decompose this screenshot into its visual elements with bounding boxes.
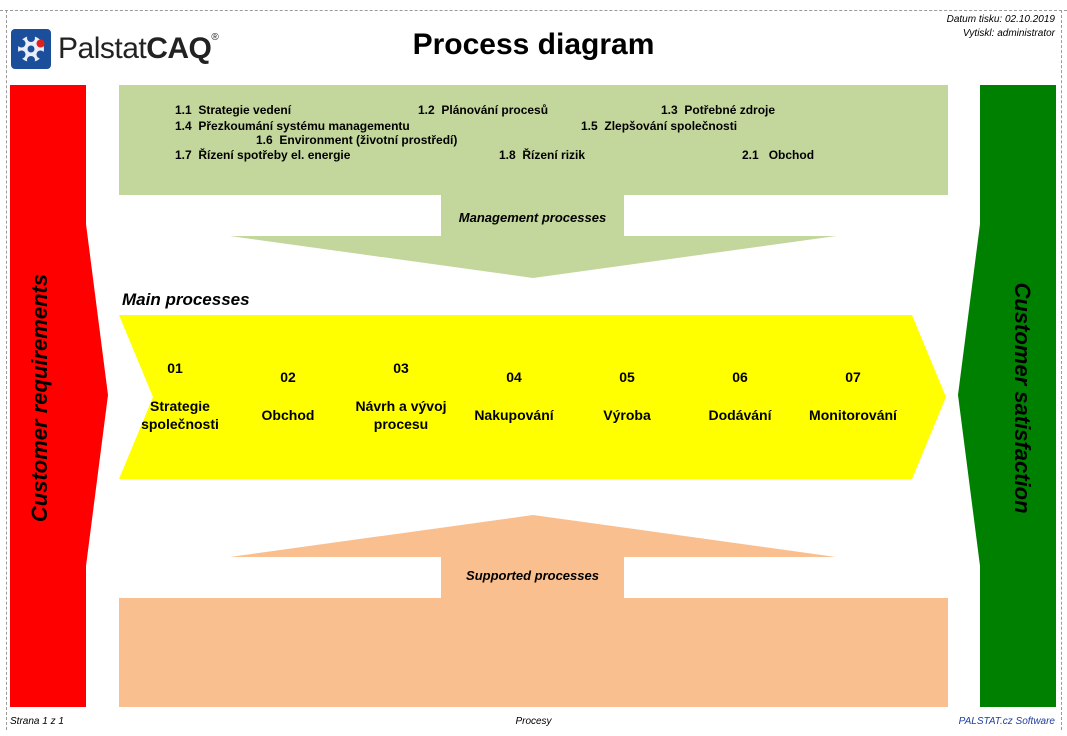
- process-number: 07: [845, 369, 861, 385]
- process-number: 04: [506, 369, 522, 385]
- process-name[interactable]: Návrh a vývoj procesu: [355, 398, 447, 432]
- management-item[interactable]: 2.1 Obchod: [742, 148, 814, 162]
- process-number: 02: [280, 369, 296, 385]
- customer-satisfaction-bar: [994, 85, 1056, 707]
- support-arrow: [230, 515, 836, 598]
- process-number: 03: [393, 360, 409, 376]
- logo: PalstatCAQ®: [10, 27, 219, 71]
- item-code: 1.2: [418, 103, 435, 117]
- management-item[interactable]: 1.8 Řízení rizik: [499, 148, 585, 162]
- item-label: Obchod: [768, 148, 815, 162]
- management-item[interactable]: 1.4 Přezkoumání systému managementu: [175, 119, 410, 133]
- item-label: Plánování procesů: [441, 103, 549, 117]
- management-item[interactable]: 1.6 Environment (životní prostředí): [256, 133, 457, 147]
- process-name[interactable]: Dodávání: [708, 407, 772, 423]
- customer-satisfaction-arrow: [958, 85, 994, 707]
- item-label: Přezkoumání systému managementu: [198, 119, 410, 133]
- logo-text: PalstatCAQ®: [58, 32, 219, 66]
- process-number: 01: [167, 360, 183, 376]
- management-item[interactable]: 1.1 Strategie vedení: [175, 103, 291, 117]
- item-code: 1.4: [175, 119, 192, 133]
- print-date: Datum tisku: 02.10.2019: [946, 14, 1055, 25]
- page-border-left: [6, 10, 7, 730]
- item-label: Environment (životní prostředí): [279, 133, 458, 147]
- process-name[interactable]: Nakupování: [474, 407, 554, 423]
- management-arrow: [230, 195, 836, 278]
- management-item[interactable]: 1.2 Plánování procesů: [418, 103, 548, 117]
- supported-processes-box: [119, 598, 948, 707]
- customer-requirements-label: Customer requirements: [27, 273, 52, 523]
- item-code: 1.6: [256, 133, 273, 147]
- process-number: 06: [732, 369, 748, 385]
- item-label: Řízení rizik: [522, 148, 586, 162]
- main-processes-chevron: [119, 315, 946, 479]
- management-processes-tag: Management processes: [458, 210, 607, 225]
- page-border-top: [0, 10, 1067, 11]
- main-processes-title: Main processes: [122, 290, 250, 309]
- item-code: 1.5: [581, 119, 598, 133]
- item-label: Řízení spotřeby el. energie: [198, 148, 351, 162]
- management-item[interactable]: 1.7 Řízení spotřeby el. energie: [175, 148, 350, 162]
- item-label: Strategie vedení: [198, 103, 292, 117]
- printed-by: Vytiskl: administrator: [962, 28, 1055, 39]
- supported-processes-tag: Supported processes: [466, 568, 599, 583]
- item-code: 1.8: [499, 148, 516, 162]
- management-processes-box: [119, 85, 948, 195]
- palstat-logo-icon: [11, 29, 51, 69]
- logo-text-regular: Palstat: [58, 32, 147, 65]
- logo-text-bold: CAQ: [146, 32, 212, 65]
- customer-requirements-arrow: [72, 85, 108, 707]
- footer-software-link[interactable]: PALSTAT.cz Software: [958, 716, 1055, 727]
- item-code: 1.3: [661, 103, 678, 117]
- footer-center: Procesy: [515, 716, 552, 727]
- process-name[interactable]: Strategie společnosti: [141, 398, 219, 432]
- process-name[interactable]: Obchod: [261, 407, 315, 423]
- customer-satisfaction-label: Customer satisfaction: [1010, 282, 1035, 514]
- logo-registered-mark: ®: [211, 32, 219, 43]
- process-name[interactable]: Výroba: [603, 407, 651, 423]
- item-label: Zlepšování společnosti: [604, 119, 738, 133]
- process-name[interactable]: Monitorování: [809, 407, 897, 423]
- management-item[interactable]: 1.5 Zlepšování společnosti: [581, 119, 737, 133]
- management-item[interactable]: 1.3 Potřebné zdroje: [661, 103, 775, 117]
- item-code: 2.1: [742, 148, 759, 162]
- page-title: Process diagram: [412, 28, 655, 61]
- customer-requirements-bar: [10, 85, 72, 707]
- process-number: 05: [619, 369, 635, 385]
- print-info: Datum tisku: 02.10.2019 Vytiskl: adminis…: [947, 13, 1055, 41]
- item-code: 1.7: [175, 148, 192, 162]
- item-label: Potřebné zdroje: [684, 103, 776, 117]
- page-border-right: [1061, 10, 1062, 730]
- footer-page: Strana 1 z 1: [10, 716, 64, 727]
- item-code: 1.1: [175, 103, 192, 117]
